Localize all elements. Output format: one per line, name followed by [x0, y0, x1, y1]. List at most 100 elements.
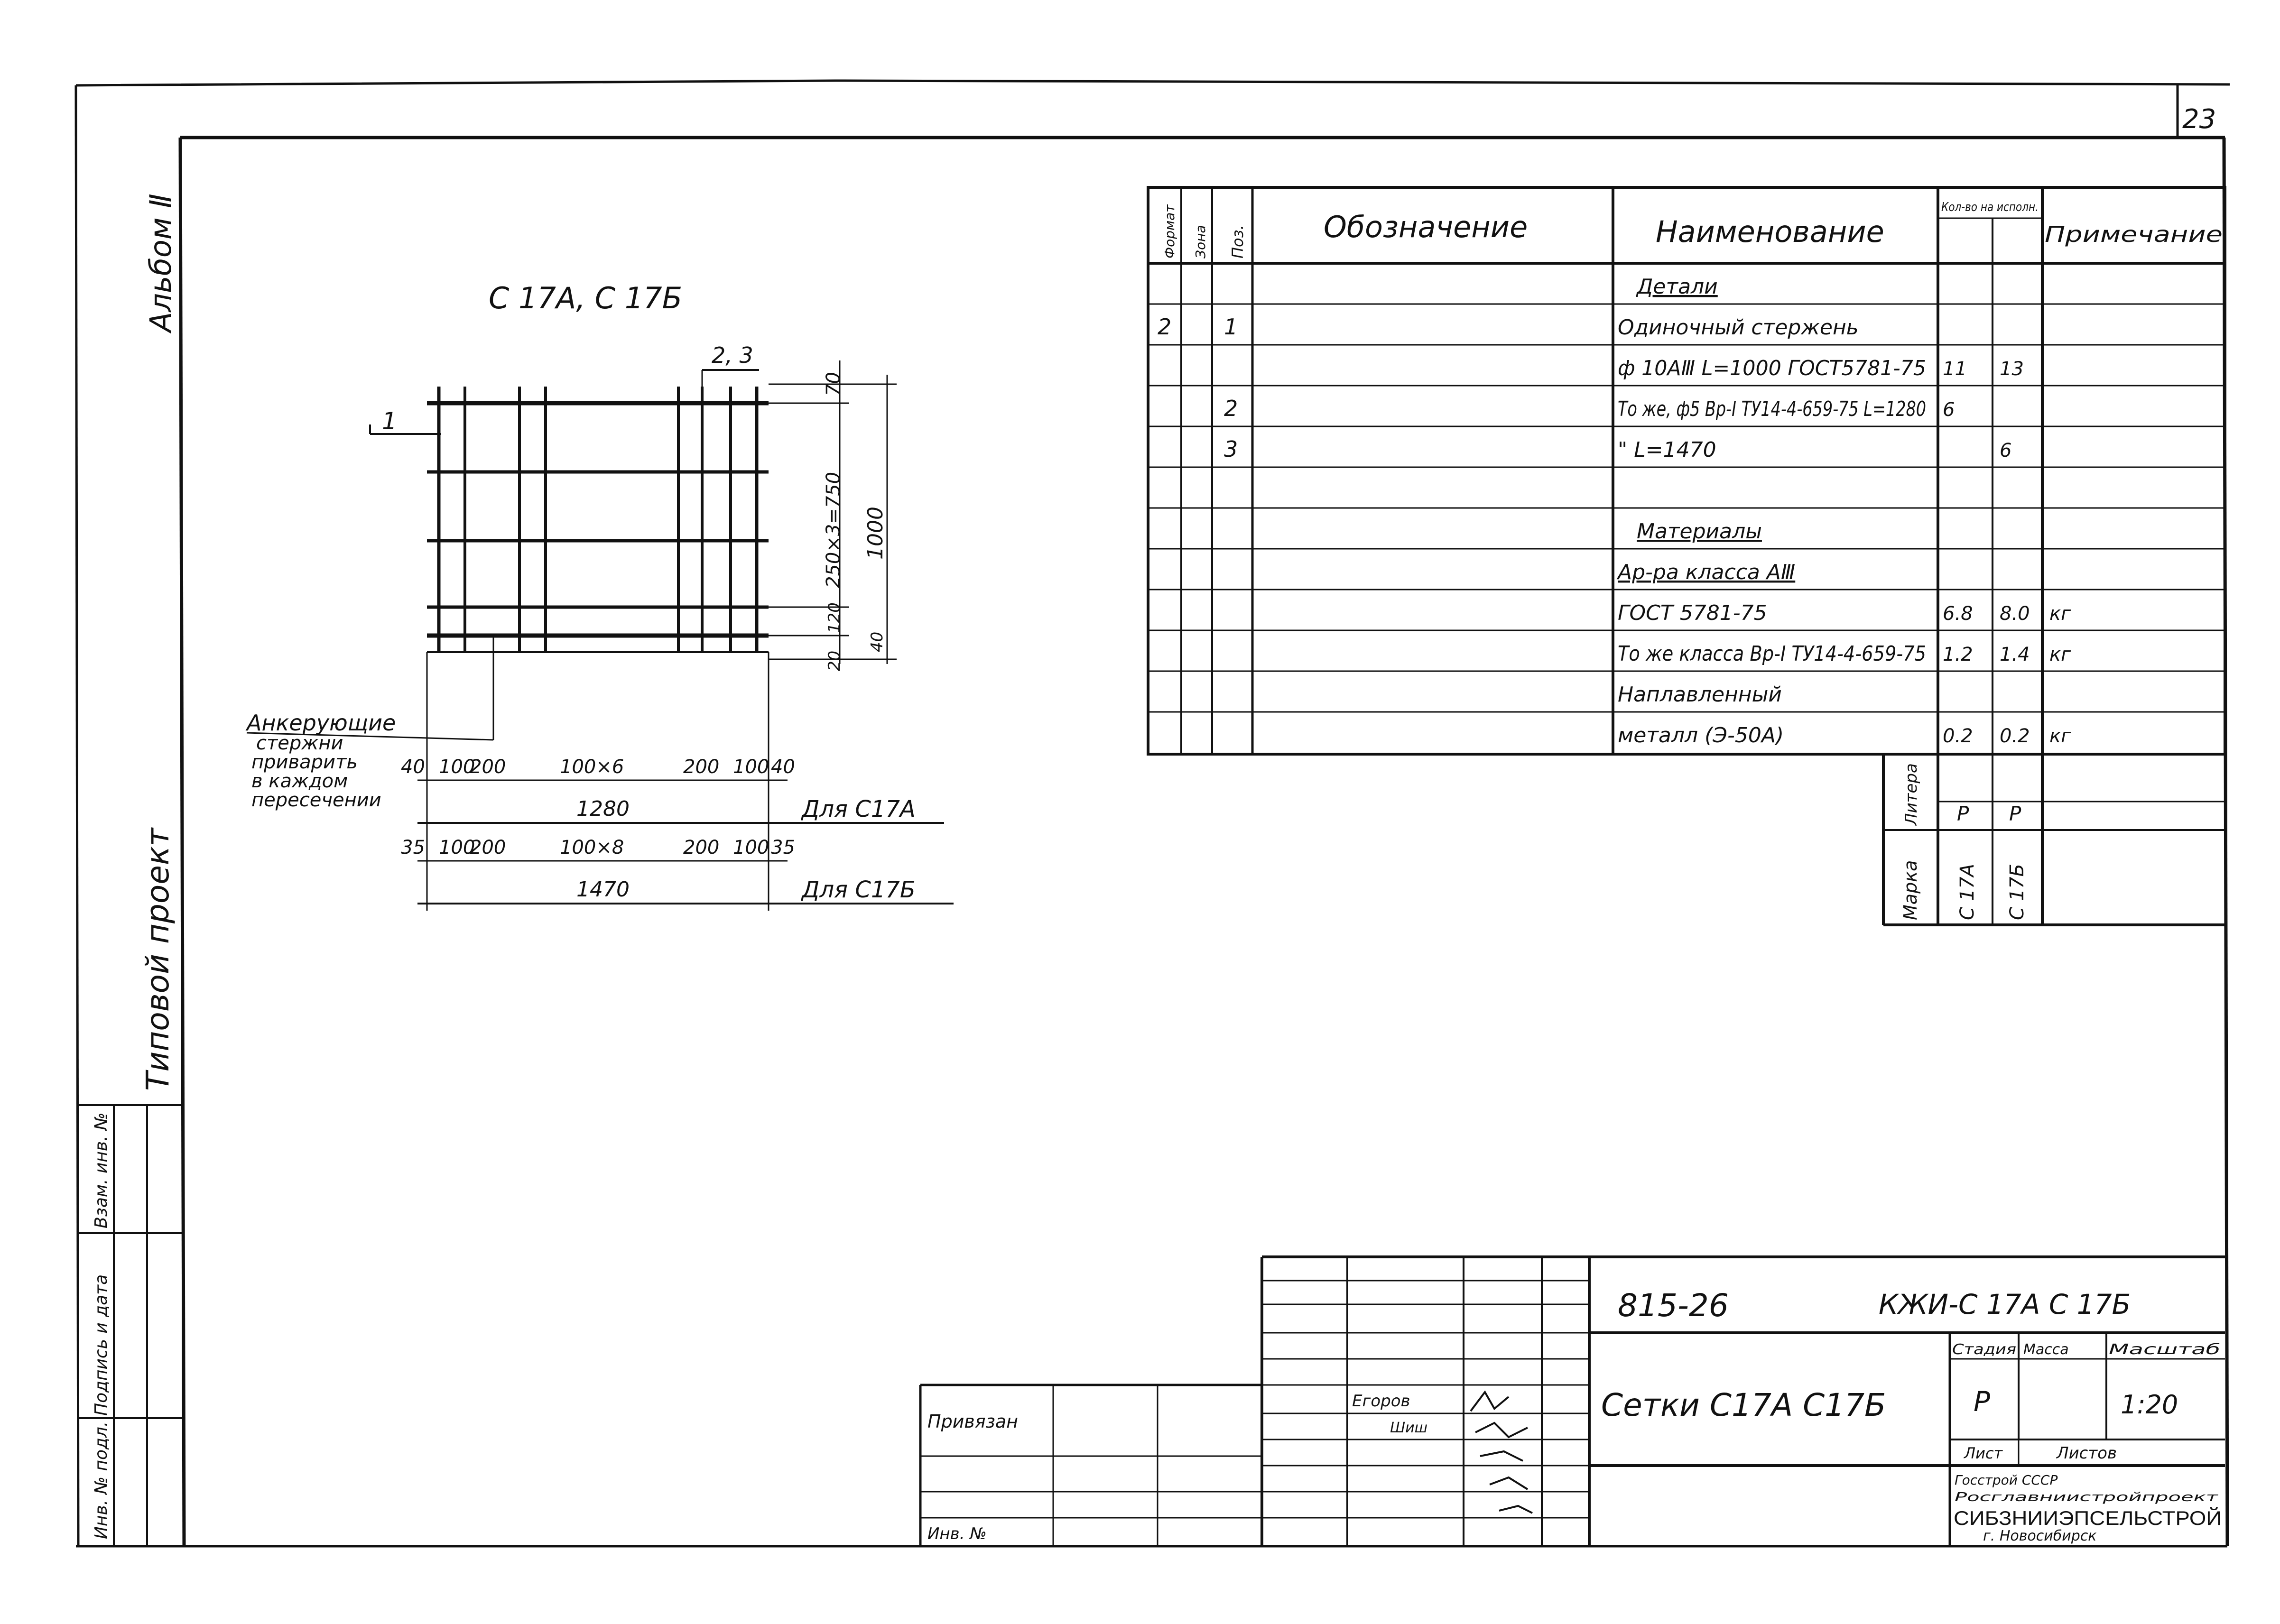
tb-org-line: СИБЗНИИЭПСЕЛЬСТРОЙ — [1954, 1506, 2222, 1529]
dim-b: 200 — [470, 837, 506, 858]
spec-cell-name: То же класса Вр-Ⅰ ТУ14-4-659-75 — [1618, 642, 1926, 666]
anchor-note: Анкерующие стержни приварить в каждом пе… — [245, 710, 396, 811]
mesh-drawing: С 17А, С 17Б — [245, 281, 954, 911]
dim-row-a: 40 100 200 100×6 200 100 40 — [401, 756, 795, 778]
tb-stage: Р — [1974, 1385, 1990, 1418]
for-b: Для С17Б — [801, 877, 916, 903]
pos-23-label: 2, 3 — [712, 342, 753, 368]
spec-cell-name: ГОСТ 5781-75 — [1618, 601, 1767, 625]
tb-name: Сетки С17А С17Б — [1601, 1387, 1886, 1423]
spec-cell-q2: 6 — [2000, 440, 2011, 461]
dim-250: 250×3=750 — [823, 472, 844, 588]
note-line: пересечении — [251, 789, 381, 811]
spec-cell-q1: 11 — [1943, 358, 1967, 380]
dim-a: 100 — [439, 756, 475, 778]
note-line: в каждом — [251, 770, 348, 792]
spec-cell-q2: 1.4 — [2000, 644, 2030, 665]
spec-cell-note: кг — [2049, 644, 2071, 665]
tb-sheet-label: Лист — [1964, 1444, 2003, 1462]
drawing-title: С 17А, С 17Б — [489, 281, 682, 315]
note-line: приварить — [251, 751, 358, 773]
spec-cell-name: Наплавленный — [1618, 683, 1782, 707]
hdr-designation: Обозначение — [1324, 210, 1528, 244]
dim-a: 100×6 — [560, 756, 624, 778]
hdr-note: Примечание — [2045, 221, 2223, 247]
spec-cell-q2: 8.0 — [2000, 603, 2030, 625]
hdr-name: Наименование — [1656, 214, 1884, 249]
dim-40: 40 — [868, 632, 887, 652]
spec-cell-name: Материалы — [1637, 519, 1762, 544]
dim-b: 35 — [771, 837, 795, 858]
total-b: 1470 — [576, 877, 630, 902]
tb-inv: Инв. № — [927, 1524, 987, 1543]
spec-cell-q2: 13 — [2000, 358, 2024, 380]
litera-a: Р — [1957, 802, 1969, 825]
note-line: стержни — [256, 732, 343, 754]
litera-label: Литера — [1902, 763, 1921, 826]
tb-org-line: Росглавниистройпроект — [1955, 1490, 2218, 1504]
spec-cell-note: кг — [2049, 725, 2071, 747]
marka-label: Марка — [1900, 860, 1921, 920]
spec-cell-note: кг — [2049, 603, 2071, 625]
spec-cell-q1: 1.2 — [1943, 644, 1973, 665]
tb-mass-label: Масса — [2023, 1341, 2069, 1358]
spec-cell-pos: 3 — [1224, 436, 1238, 462]
tb-stage-label: Стадия — [1952, 1341, 2016, 1358]
dim-row-b: 35 100 200 100×8 200 100 35 — [401, 837, 795, 858]
side-label-inv: Инв. № подл. — [92, 1421, 111, 1539]
spec-cell-q2: 0.2 — [2000, 725, 2030, 747]
dim-b: 35 — [401, 837, 425, 858]
signature-marks — [1470, 1390, 1533, 1514]
spec-cell-name: металл (Э-50А) — [1618, 723, 1784, 747]
dim-a: 40 — [771, 756, 795, 778]
hdr-pos: Поз. — [1229, 225, 1247, 258]
spec-cell-q1: 6 — [1943, 399, 1955, 421]
dim-20: 20 — [825, 651, 844, 671]
title-block: 815-26 КЖИ-С 17А С 17Б Сетки С17А С17Б С… — [919, 1255, 2225, 1546]
side-label-vzam: Взам. инв. № — [92, 1113, 111, 1228]
spec-cell-q1: 0.2 — [1943, 725, 1973, 747]
tb-role: Егоров — [1352, 1392, 1410, 1411]
spec-cell-pos: 2 — [1224, 396, 1238, 421]
for-a: Для С17А — [801, 796, 916, 822]
dim-b: 100 — [439, 837, 475, 858]
tb-privyaz: Привязан — [927, 1411, 1018, 1432]
spec-cell-name: " L=1470 — [1618, 438, 1716, 462]
spec-cell-q1: 6.8 — [1943, 603, 1973, 625]
tb-org-line: Госстрой СССР — [1955, 1472, 2058, 1488]
note-line: Анкерующие — [245, 710, 396, 736]
tb-role: Шиш — [1390, 1420, 1427, 1436]
dim-1000: 1000 — [863, 507, 888, 560]
spec-cell-pos: 1 — [1224, 314, 1238, 340]
tb-code: 815-26 — [1618, 1287, 1729, 1324]
tb-scale-label: Масштаб — [2109, 1341, 2220, 1358]
dim-a: 200 — [683, 756, 719, 778]
pos-1-label: 1 — [382, 407, 397, 435]
sheet-number: 23 — [2182, 104, 2216, 135]
marka-b: С 17Б — [2006, 864, 2028, 920]
spec-cell-name: Ар-ра класса АⅢ — [1616, 560, 1795, 584]
dim-b: 100 — [733, 837, 769, 858]
spec-cell-name: Одиночный стержень — [1618, 315, 1859, 340]
tb-scale: 1:20 — [2121, 1390, 2178, 1420]
dim-a: 100 — [733, 756, 769, 778]
album-label: Альбом Ⅱ — [143, 194, 178, 334]
side-label-sign: Подпись и дата — [92, 1274, 111, 1416]
marka-a: С 17А — [1956, 864, 1978, 920]
hdr-zone: Зона — [1193, 225, 1208, 258]
project-label: Типовой проект — [139, 827, 176, 1091]
hdr-qty: Кол-во на исполн. — [1941, 200, 2039, 214]
total-a: 1280 — [576, 797, 630, 821]
tb-doc: КЖИ-С 17А С 17Б — [1879, 1288, 2131, 1320]
dim-70: 70 — [823, 372, 844, 396]
litera-b: Р — [2009, 802, 2021, 825]
tb-sheets-label: Листов — [2056, 1444, 2117, 1463]
spec-cell-format: 2 — [1158, 314, 1171, 340]
dim-b: 100×8 — [560, 837, 624, 858]
dim-b: 200 — [683, 837, 719, 858]
spec-cell-name: ф 10АⅢ L=1000 ГОСТ5781-75 — [1618, 356, 1926, 380]
spec-table: Формат Зона Поз. Обозначение Наименовани… — [1147, 186, 2226, 926]
dim-a: 40 — [401, 756, 425, 778]
hdr-format: Формат — [1162, 204, 1177, 258]
